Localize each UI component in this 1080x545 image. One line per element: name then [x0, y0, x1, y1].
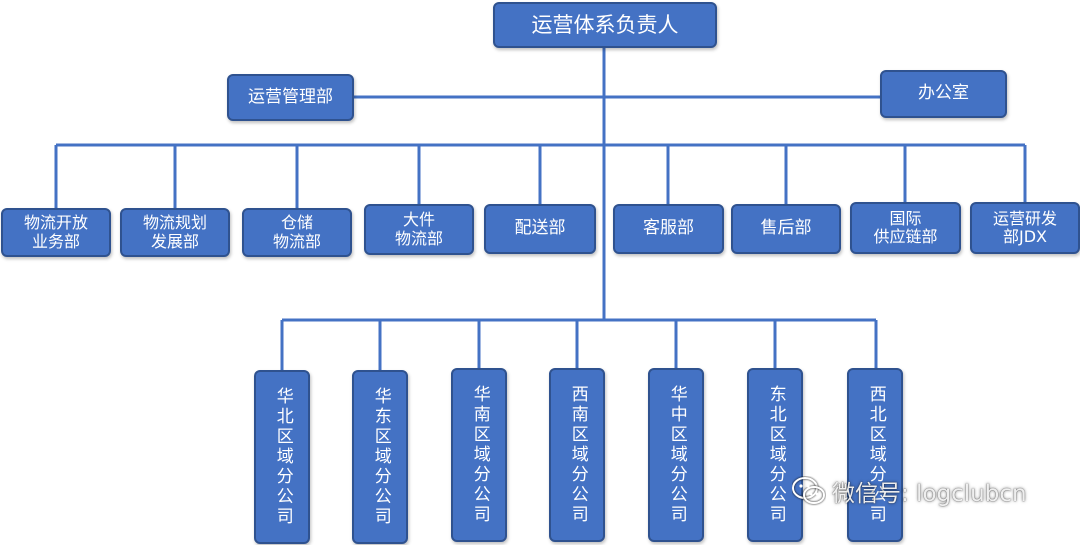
region-node: 西南区域分公司 [549, 368, 605, 542]
staff-node-operations-management: 运营管理部 [227, 74, 354, 121]
wechat-watermark: 微信号: logclubcn [792, 474, 1027, 508]
department-node: 售后部 [731, 204, 841, 254]
department-node: 物流规划 发展部 [120, 208, 230, 257]
staff-node-office: 办公室 [880, 70, 1007, 118]
region-node: 华中区域分公司 [648, 368, 704, 542]
region-node: 华东区域分公司 [352, 370, 408, 544]
watermark-text: 微信号: logclubcn [832, 481, 1027, 507]
region-node: 华南区域分公司 [451, 368, 507, 542]
department-node: 国际 供应链部 [850, 202, 961, 254]
region-node: 华北区域分公司 [254, 370, 310, 544]
top-node: 运营体系负责人 [493, 2, 717, 48]
department-node: 物流开放 业务部 [1, 208, 111, 257]
region-node: 东北区域分公司 [747, 368, 803, 542]
department-node: 仓储 物流部 [242, 208, 352, 257]
wechat-icon [792, 477, 825, 504]
department-node: 客服部 [613, 204, 724, 254]
department-node: 运营研发 部JDX [970, 202, 1080, 254]
department-node: 配送部 [484, 204, 596, 254]
department-node: 大件 物流部 [364, 204, 474, 255]
region-node: 西北区域分公司 [847, 368, 903, 542]
